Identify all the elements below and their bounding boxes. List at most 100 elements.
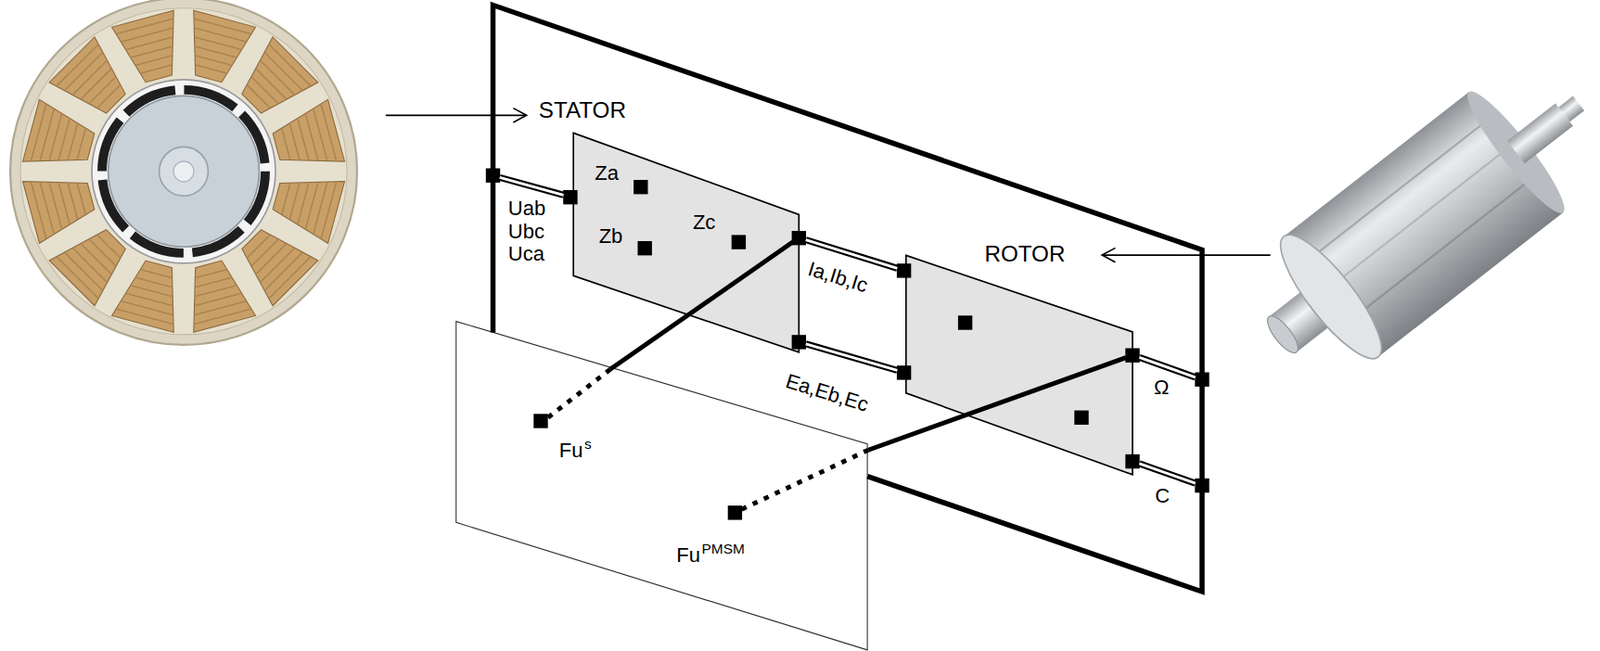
rotor-magnets xyxy=(102,89,266,254)
port-square xyxy=(1074,409,1088,424)
port-square xyxy=(533,414,548,429)
bus-inner xyxy=(1139,357,1195,377)
air-gap xyxy=(91,79,276,264)
winding-turn xyxy=(195,277,231,287)
winding-turn xyxy=(89,76,116,103)
rotor-photo xyxy=(1228,42,1600,400)
port-square xyxy=(1125,347,1140,362)
port-square xyxy=(958,315,973,330)
winding-turn xyxy=(268,256,311,299)
stator-plane: STATORZaZbZcROTOR xyxy=(487,0,1209,596)
winding-turn xyxy=(116,308,174,324)
winding-turn xyxy=(97,85,120,108)
node-label: Zc xyxy=(692,212,716,233)
port-square xyxy=(727,506,742,521)
signal-label: Ea,Eb,Ec xyxy=(783,371,871,416)
arrow-head xyxy=(512,108,526,123)
node-label: Zb xyxy=(599,226,624,247)
winding-coil xyxy=(49,37,126,114)
bus-outer xyxy=(499,177,564,195)
winding-turn xyxy=(131,285,172,297)
winding-turn xyxy=(56,44,99,87)
port-square xyxy=(633,179,648,194)
stator-block: ZaZbZc xyxy=(561,128,807,356)
winding-coil xyxy=(272,181,345,244)
dotted-link xyxy=(740,449,870,511)
winding-turn xyxy=(256,69,286,100)
bus-outer xyxy=(1139,463,1195,484)
winding-turn xyxy=(320,103,336,161)
winding-coil xyxy=(242,37,319,114)
winding-turn xyxy=(195,285,236,297)
rotor-groove xyxy=(1352,176,1536,320)
bus-inner xyxy=(499,177,564,195)
port-square xyxy=(731,234,746,249)
winding-turn xyxy=(320,181,336,239)
winding-turn xyxy=(30,103,46,161)
winding-turn xyxy=(195,64,227,74)
winding-turn xyxy=(195,55,231,65)
winding-turn xyxy=(256,243,286,274)
shaft-face xyxy=(159,146,209,196)
stator-core xyxy=(20,8,347,335)
function-point: FuPMSM xyxy=(669,503,791,569)
stator-photo xyxy=(10,0,358,346)
stator-yoke xyxy=(10,0,358,346)
function-link xyxy=(740,358,1127,512)
winding-turn xyxy=(89,239,116,266)
winding-turn xyxy=(268,44,311,87)
leader-line xyxy=(385,115,526,117)
solid-link xyxy=(868,358,1127,451)
winding-coil xyxy=(193,260,256,333)
winding-coil xyxy=(23,181,95,244)
superscript-label: s xyxy=(584,436,592,451)
winding-turn xyxy=(140,64,172,74)
node-label: ROTOR xyxy=(984,243,1065,266)
winding-turn xyxy=(76,183,86,215)
winding-turn xyxy=(195,46,236,58)
winding-turn xyxy=(136,55,172,65)
port-square xyxy=(1194,371,1209,386)
block-outline xyxy=(492,4,1202,591)
port-square xyxy=(792,230,807,245)
rotor-end-right xyxy=(1457,83,1575,222)
signal-label: Uab Ubc Uca xyxy=(508,197,546,266)
winding-turn xyxy=(193,18,251,34)
dotted-link xyxy=(547,369,611,419)
winding-turn xyxy=(136,277,172,287)
winding-turn xyxy=(247,235,270,258)
winding-turn xyxy=(252,239,279,266)
rotor-block: ROTOR xyxy=(897,241,1143,478)
winding-coil xyxy=(272,99,345,162)
port-square xyxy=(896,263,911,278)
winding-turn xyxy=(116,18,174,34)
block-outline xyxy=(906,255,1133,474)
bus-outer xyxy=(806,344,898,372)
winding-turn xyxy=(281,128,291,160)
function-plane xyxy=(456,321,868,651)
port-square xyxy=(637,241,652,256)
winding-turn xyxy=(290,124,300,160)
port-square xyxy=(896,365,911,380)
rotor-hub xyxy=(108,95,260,247)
winding-turn xyxy=(193,308,251,324)
winding-turn xyxy=(76,128,86,160)
rotor-end-face xyxy=(1266,222,1396,372)
winding-coil xyxy=(112,260,175,333)
signal-bus xyxy=(499,177,564,195)
node-label: Fu xyxy=(559,440,584,461)
signal-bus xyxy=(806,344,898,372)
function-link xyxy=(547,242,794,419)
shaft-center xyxy=(173,161,194,182)
winding-turn xyxy=(58,119,70,160)
rotor-shaft-tip xyxy=(1558,96,1585,123)
port-square xyxy=(563,190,577,205)
signal-label: Ω xyxy=(1153,377,1169,398)
stator-windings xyxy=(23,10,346,333)
winding-turn xyxy=(81,69,112,100)
port-square xyxy=(1194,478,1209,493)
winding-turn xyxy=(195,269,227,279)
node-label: STATOR xyxy=(538,99,627,122)
winding-turn xyxy=(67,183,77,219)
